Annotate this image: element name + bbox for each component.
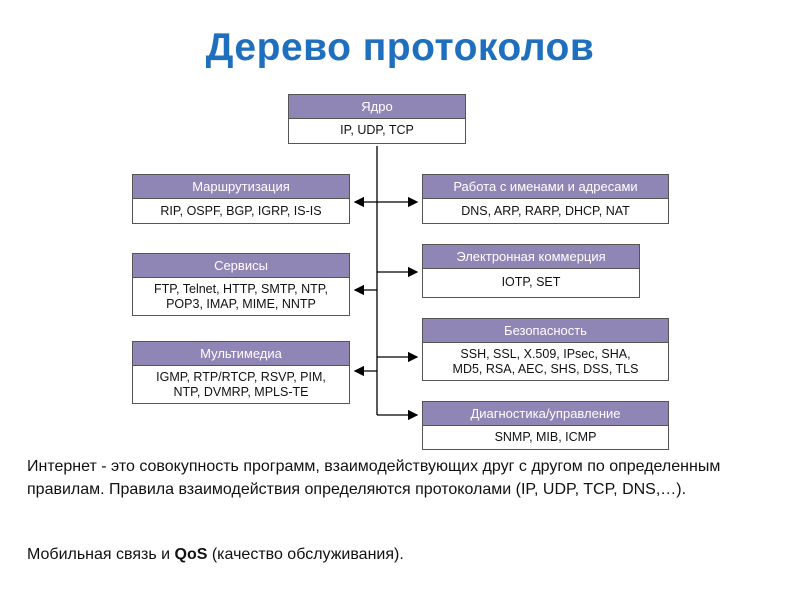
multimedia-box: Мультимедиа IGMP, RTP/RTCP, RSVP, PIM, N… bbox=[132, 341, 350, 404]
diagnostics-box: Диагностика/управление SNMP, MIB, ICMP bbox=[422, 401, 669, 450]
internet-definition-paragraph: Интернет - это совокупность программ, вз… bbox=[27, 458, 721, 498]
mobile-qos-text-after: (качество обслуживания). bbox=[207, 546, 404, 563]
core-header: Ядро bbox=[289, 95, 465, 119]
ecommerce-header: Электронная коммерция bbox=[423, 245, 639, 269]
names-addresses-header: Работа с именами и адресами bbox=[423, 175, 668, 199]
services-protocols-line1: FTP, Telnet, HTTP, SMTP, NTP, bbox=[154, 282, 328, 296]
routing-protocols: RIP, OSPF, BGP, IGRP, IS-IS bbox=[160, 204, 322, 218]
names-addresses-protocols: DNS, ARP, RARP, DHCP, NAT bbox=[461, 204, 630, 218]
security-header: Безопасность bbox=[423, 319, 668, 343]
multimedia-protocols-line2: NTP, DVMRP, MPLS-TE bbox=[173, 385, 309, 399]
connector-lines bbox=[353, 146, 419, 421]
security-protocols-line1: SSH, SSL, X.509, IPsec, SHA, bbox=[460, 347, 631, 361]
ecommerce-protocols: IOTP, SET bbox=[501, 275, 561, 289]
mobile-qos-paragraph: Мобильная связь и QoS (качество обслужив… bbox=[27, 543, 767, 566]
services-protocols-line2: POP3, IMAP, MIME, NNTP bbox=[166, 297, 316, 311]
qos-bold-text: QoS bbox=[174, 546, 208, 563]
diagnostics-protocols: SNMP, MIB, ICMP bbox=[494, 430, 597, 444]
diagnostics-header: Диагностика/управление bbox=[423, 402, 668, 426]
services-header: Сервисы bbox=[133, 254, 349, 278]
page-title: Дерево протоколов bbox=[205, 26, 595, 69]
security-box: Безопасность SSH, SSL, X.509, IPsec, SHA… bbox=[422, 318, 669, 381]
names-addresses-box: Работа с именами и адресами DNS, ARP, RA… bbox=[422, 174, 669, 224]
services-box: Сервисы FTP, Telnet, HTTP, SMTP, NTP, PO… bbox=[132, 253, 350, 316]
multimedia-header: Мультимедиа bbox=[133, 342, 349, 366]
ecommerce-box: Электронная коммерция IOTP, SET bbox=[422, 244, 640, 298]
core-body: IP, UDP, TCP bbox=[340, 123, 414, 137]
multimedia-protocols-line1: IGMP, RTP/RTCP, RSVP, PIM, bbox=[156, 370, 326, 384]
routing-box: Маршрутизация RIP, OSPF, BGP, IGRP, IS-I… bbox=[132, 174, 350, 224]
core-box: Ядро IP, UDP, TCP bbox=[288, 94, 466, 144]
protocol-tree-diagram: Ядро IP, UDP, TCP Маршрутизация RIP, OSP… bbox=[132, 94, 669, 450]
security-protocols-line2: MD5, RSA, AEC, SHS, DSS, TLS bbox=[452, 362, 639, 376]
mobile-qos-text-before: Мобильная связь и bbox=[27, 546, 175, 563]
routing-header: Маршрутизация bbox=[133, 175, 349, 199]
